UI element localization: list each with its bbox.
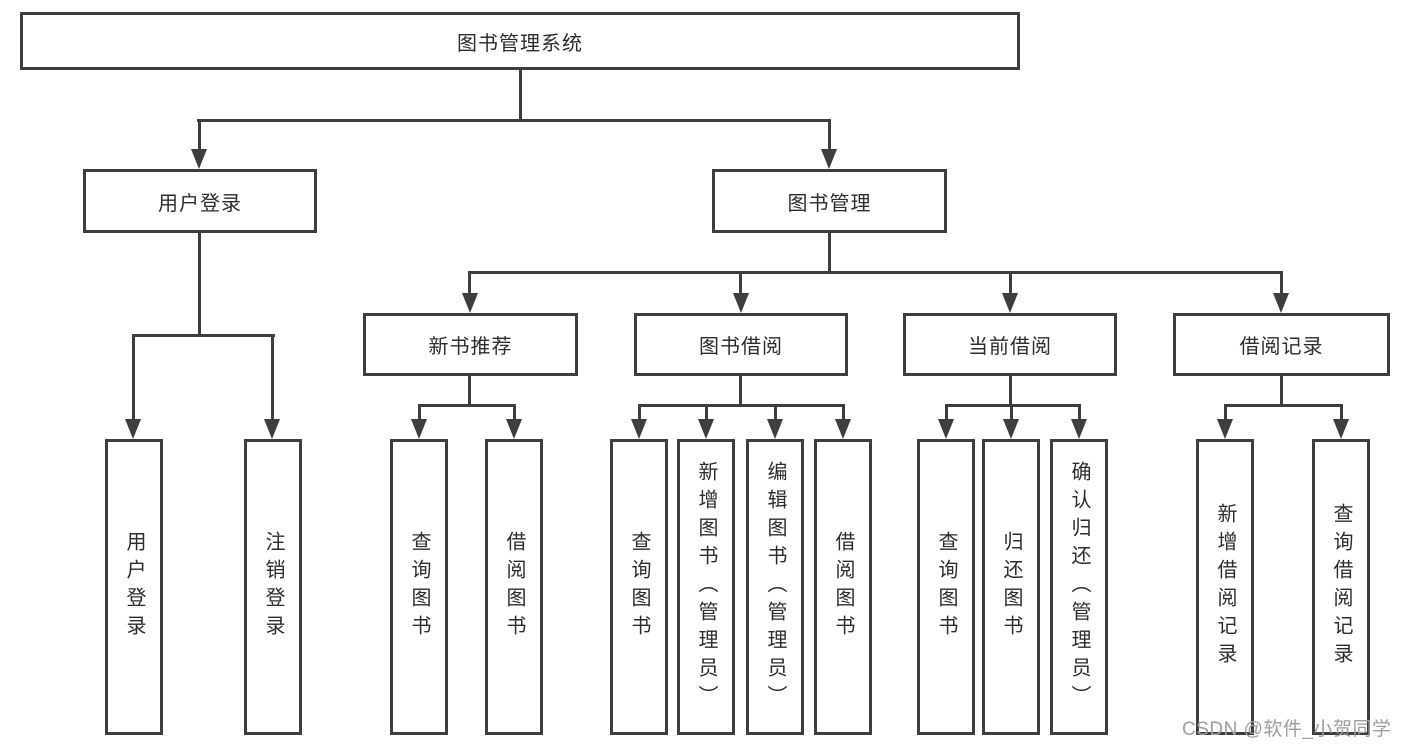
connector-drop-leaf (842, 404, 845, 419)
leaf-user-login: 用户登录 (105, 439, 163, 735)
arrow-down-icon (506, 419, 522, 439)
leaf-return-books: 归还图书 (982, 439, 1040, 735)
leaf-query-books-current: 查询图书 (917, 439, 975, 735)
node-label: 图书管理系统 (457, 32, 583, 55)
node-label: 图书借阅 (699, 336, 783, 358)
connector-userlogin-stem (198, 233, 201, 336)
leaf-edit-books-admin: 编辑图书（管理员） (746, 439, 804, 735)
connector-borrow-hbar (638, 404, 845, 407)
arrow-down-icon (411, 419, 427, 439)
leaf-add-borrow-record: 新增借阅记录 (1196, 439, 1254, 735)
leaf-label: 借阅图书 (832, 531, 854, 643)
node-label: 用户登录 (158, 192, 242, 215)
connector-root-stem (519, 70, 522, 120)
connector-bookmgmt-hbar (469, 271, 1283, 274)
leaf-label: 借阅图书 (503, 531, 525, 643)
connector-current-hbar (945, 404, 1081, 407)
arrow-down-icon (835, 419, 851, 439)
leaf-add-books-admin: 新增图书（管理员） (677, 439, 735, 735)
leaf-label: 查询图书 (628, 531, 650, 643)
leaf-label: 用户登录 (123, 531, 145, 643)
connector-drop-leaf (513, 404, 516, 419)
csdn-watermark: CSDN @软件_小贺同学 (1182, 719, 1392, 740)
leaf-confirm-return-admin: 确认归还（管理员） (1050, 439, 1108, 735)
leaf-query-books-recommend: 查询图书 (390, 439, 448, 735)
connector-drop-user-login (198, 119, 201, 149)
node-borrow-records: 借阅记录 (1173, 313, 1390, 376)
connector-drop-leaf (705, 404, 708, 419)
connector-borrow-stem (739, 376, 742, 406)
connector-drop-leaf (271, 334, 274, 419)
connector-userlogin-hbar (132, 334, 275, 337)
arrow-down-icon (733, 293, 749, 313)
leaf-label: 注销登录 (262, 531, 284, 643)
leaf-borrow-books-recommend: 借阅图书 (485, 439, 543, 735)
connector-drop-level3 (468, 271, 471, 293)
arrow-down-icon (1002, 293, 1018, 313)
arrow-down-icon (1003, 419, 1019, 439)
leaf-logout: 注销登录 (244, 439, 302, 735)
arrow-down-icon (938, 419, 954, 439)
connector-drop-leaf (132, 334, 135, 419)
arrow-down-icon (191, 149, 207, 169)
leaf-borrow-books: 借阅图书 (814, 439, 872, 735)
leaf-label: 新增图书（管理员） (695, 461, 717, 713)
leaf-label: 归还图书 (1000, 531, 1022, 643)
arrow-down-icon (1071, 419, 1087, 439)
connector-drop-level3 (1009, 271, 1012, 293)
leaf-label: 查询借阅记录 (1330, 503, 1352, 671)
node-book-borrow: 图书借阅 (634, 313, 848, 376)
connector-newbook-stem (468, 376, 471, 406)
arrow-down-icon (1217, 419, 1233, 439)
connector-current-stem (1009, 376, 1012, 406)
leaf-label: 新增借阅记录 (1214, 503, 1236, 671)
arrow-down-icon (462, 293, 478, 313)
connector-drop-leaf (1010, 404, 1013, 419)
connector-records-stem (1280, 376, 1283, 406)
node-label: 当前借阅 (968, 336, 1052, 358)
connector-records-hbar (1224, 404, 1343, 407)
connector-drop-leaf (1224, 404, 1227, 419)
arrow-down-icon (698, 419, 714, 439)
node-label: 借阅记录 (1239, 336, 1324, 358)
leaf-label: 编辑图书（管理员） (764, 461, 786, 713)
arrow-down-icon (767, 419, 783, 439)
leaf-label: 查询图书 (935, 531, 957, 643)
connector-drop-leaf (418, 404, 421, 419)
node-label: 图书管理 (787, 192, 872, 215)
node-label: 新书推荐 (428, 336, 513, 358)
connector-drop-level3 (739, 271, 742, 293)
connector-drop-level3 (1280, 271, 1283, 293)
connector-drop-leaf (945, 404, 948, 419)
leaf-label: 查询图书 (408, 531, 430, 643)
connector-newbook-hbar (418, 404, 516, 407)
leaf-label: 确认归还（管理员） (1068, 461, 1090, 713)
connector-drop-leaf (1078, 404, 1081, 419)
connector-root-hbar (197, 119, 831, 122)
node-root-system: 图书管理系统 (20, 12, 1020, 70)
connector-drop-book-mgmt (828, 119, 831, 149)
connector-bookmgmt-stem (828, 233, 831, 273)
connector-drop-leaf (638, 404, 641, 419)
arrow-down-icon (1333, 419, 1349, 439)
node-new-book-recommend: 新书推荐 (363, 313, 578, 376)
node-book-management: 图书管理 (712, 169, 947, 233)
arrow-down-icon (1273, 293, 1289, 313)
node-user-login-module: 用户登录 (83, 169, 317, 233)
leaf-query-borrow-record: 查询借阅记录 (1312, 439, 1370, 735)
leaf-query-books-borrow: 查询图书 (610, 439, 668, 735)
arrow-down-icon (125, 419, 141, 439)
node-current-borrow: 当前借阅 (903, 313, 1117, 376)
arrow-down-icon (264, 419, 280, 439)
arrow-down-icon (631, 419, 647, 439)
connector-drop-leaf (1340, 404, 1343, 419)
arrow-down-icon (821, 149, 837, 169)
connector-drop-leaf (774, 404, 777, 419)
